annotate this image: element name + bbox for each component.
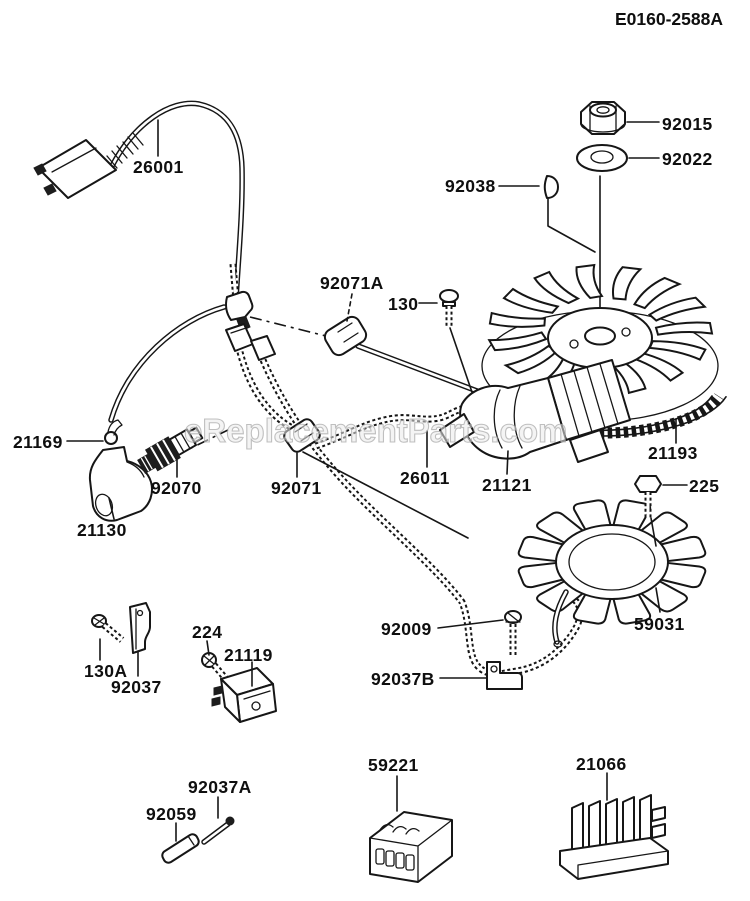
part-label-21066: 21066	[576, 754, 627, 774]
stator-drawing	[516, 475, 708, 648]
part-label-92037B: 92037B	[371, 669, 435, 689]
part-label-92038: 92038	[445, 176, 496, 196]
part-label-92037: 92037	[111, 677, 162, 697]
part-label-21119: 21119	[224, 645, 273, 665]
clamp-92037-drawing	[91, 602, 151, 677]
part-label-26001: 26001	[133, 157, 184, 177]
part-label-59031: 59031	[634, 614, 685, 634]
part-label-92037A: 92037A	[188, 777, 252, 797]
part-label-59221: 59221	[368, 755, 419, 775]
part-label-92015: 92015	[662, 114, 713, 134]
part-label-92070: 92070	[151, 478, 202, 498]
part-label-225: 225	[689, 476, 720, 496]
part-label-92071: 92071	[271, 478, 322, 498]
part-label-130: 130	[388, 294, 419, 314]
part-label-92022: 92022	[662, 149, 713, 169]
spark-plug-drawing	[66, 419, 204, 522]
part-label-21193: 21193	[648, 443, 698, 463]
part-label-92009: 92009	[381, 619, 432, 639]
part-label-21121: 21121	[482, 475, 532, 495]
part-label-21130: 21130	[77, 520, 127, 540]
nut-washer-key-drawing	[498, 101, 660, 199]
part-label-224: 224	[192, 622, 223, 642]
part-label-26011: 26011	[400, 468, 450, 488]
igniter-drawing	[201, 640, 277, 723]
regulator-21066-drawing	[559, 772, 669, 880]
lead-wires-drawing	[108, 304, 584, 678]
cable-26001-drawing	[33, 100, 254, 332]
part-label-21169: 21169	[13, 432, 63, 452]
clamp-92037b-drawing	[437, 610, 523, 690]
part-label-130A: 130A	[84, 661, 128, 681]
ignition-coil-drawing	[439, 359, 631, 475]
connector-59221-drawing	[369, 775, 453, 883]
part-label-92059: 92059	[146, 804, 197, 824]
small-pins-drawing	[161, 796, 235, 864]
drawing-number: E0160-2588A	[615, 9, 723, 29]
part-label-92071A: 92071A	[320, 273, 384, 293]
